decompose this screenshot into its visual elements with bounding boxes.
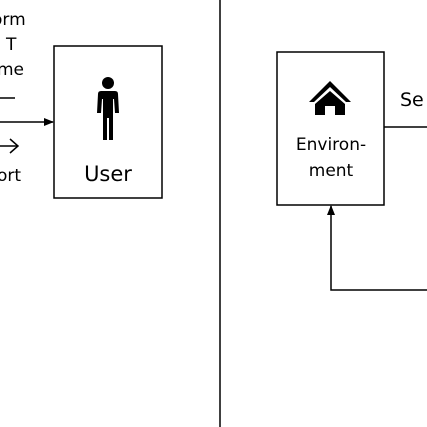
home-icon — [309, 81, 351, 115]
environment-label-line-2: ment — [309, 161, 354, 181]
left-label-line-1: orm — [0, 10, 26, 30]
environment-label-line-1: Environ- — [296, 135, 366, 155]
user-box-label: User — [84, 162, 132, 186]
user-box: User — [53, 45, 163, 199]
right-side-label: Se — [400, 89, 424, 111]
person-icon — [97, 77, 119, 140]
environment-box: Environ- ment — [276, 51, 385, 206]
left-label-line-3: me — [0, 60, 24, 80]
feedback-arrow — [327, 205, 427, 291]
left-label-line-2: T — [5, 35, 17, 55]
open-arrow-icon — [0, 138, 20, 154]
left-lower-label: ort — [0, 166, 21, 186]
